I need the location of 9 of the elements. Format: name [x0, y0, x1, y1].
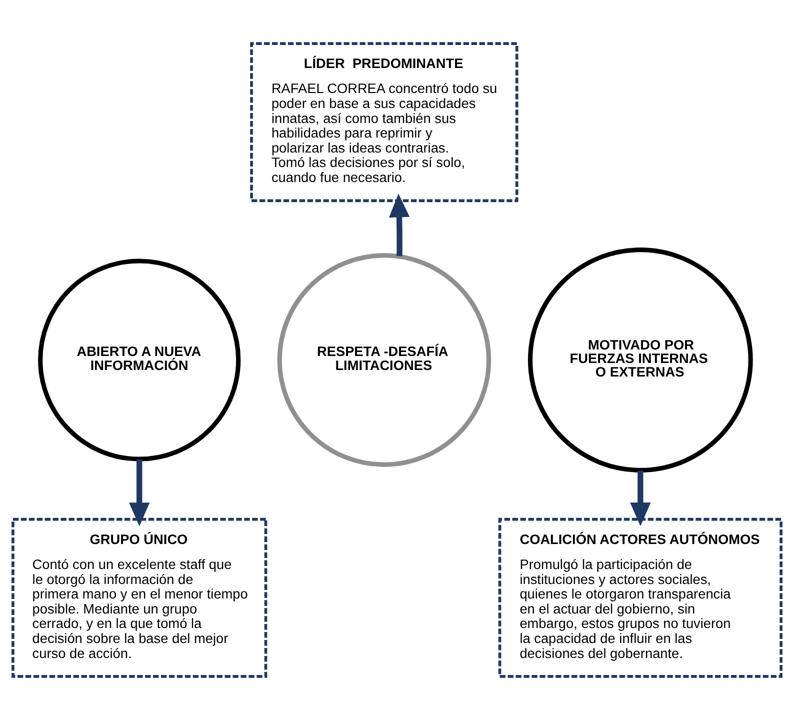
node-circle: RESPETA -DESAFÍA LIMITACIONES — [277, 253, 492, 467]
node-circle: MOTIVADO POR FUERZAS INTERNAS O EXTERNAS — [528, 248, 753, 472]
arrow — [630, 470, 651, 526]
node-circle: ABIERTO A NUEVA INFORMACIÓN — [38, 258, 241, 462]
arrow — [388, 194, 410, 256]
node-box: GRUPO ÚNICO Contó con un excelente staff que le otorgó la información de primera mano y en el menor tiempo posible. Mediante un grupo cerrado, y en la que tomó la decisión sobre la base del mejor curso de acción. — [12, 518, 268, 678]
node-box: LÍDER PREDOMINANTE RAFAEL CORREA concentró todo su poder en base a sus capacidades innatas, así como también sus habilidades para reprimir y polarizar las ideas contrarias. Tomó las decisiones por sí solo, cuando fue necesario. — [250, 42, 518, 202]
arrow — [129, 459, 150, 526]
node-box: COALICIÓN ACTORES AUTÓNOMOS Promulgó la participación de instituciones y actores sociales, quienes le otorgaron transparencia en el actuar del gobierno, sin embargo, estos grupos no tuvieron la capacidad de influir en las decisiones del gobernante. — [498, 518, 782, 678]
